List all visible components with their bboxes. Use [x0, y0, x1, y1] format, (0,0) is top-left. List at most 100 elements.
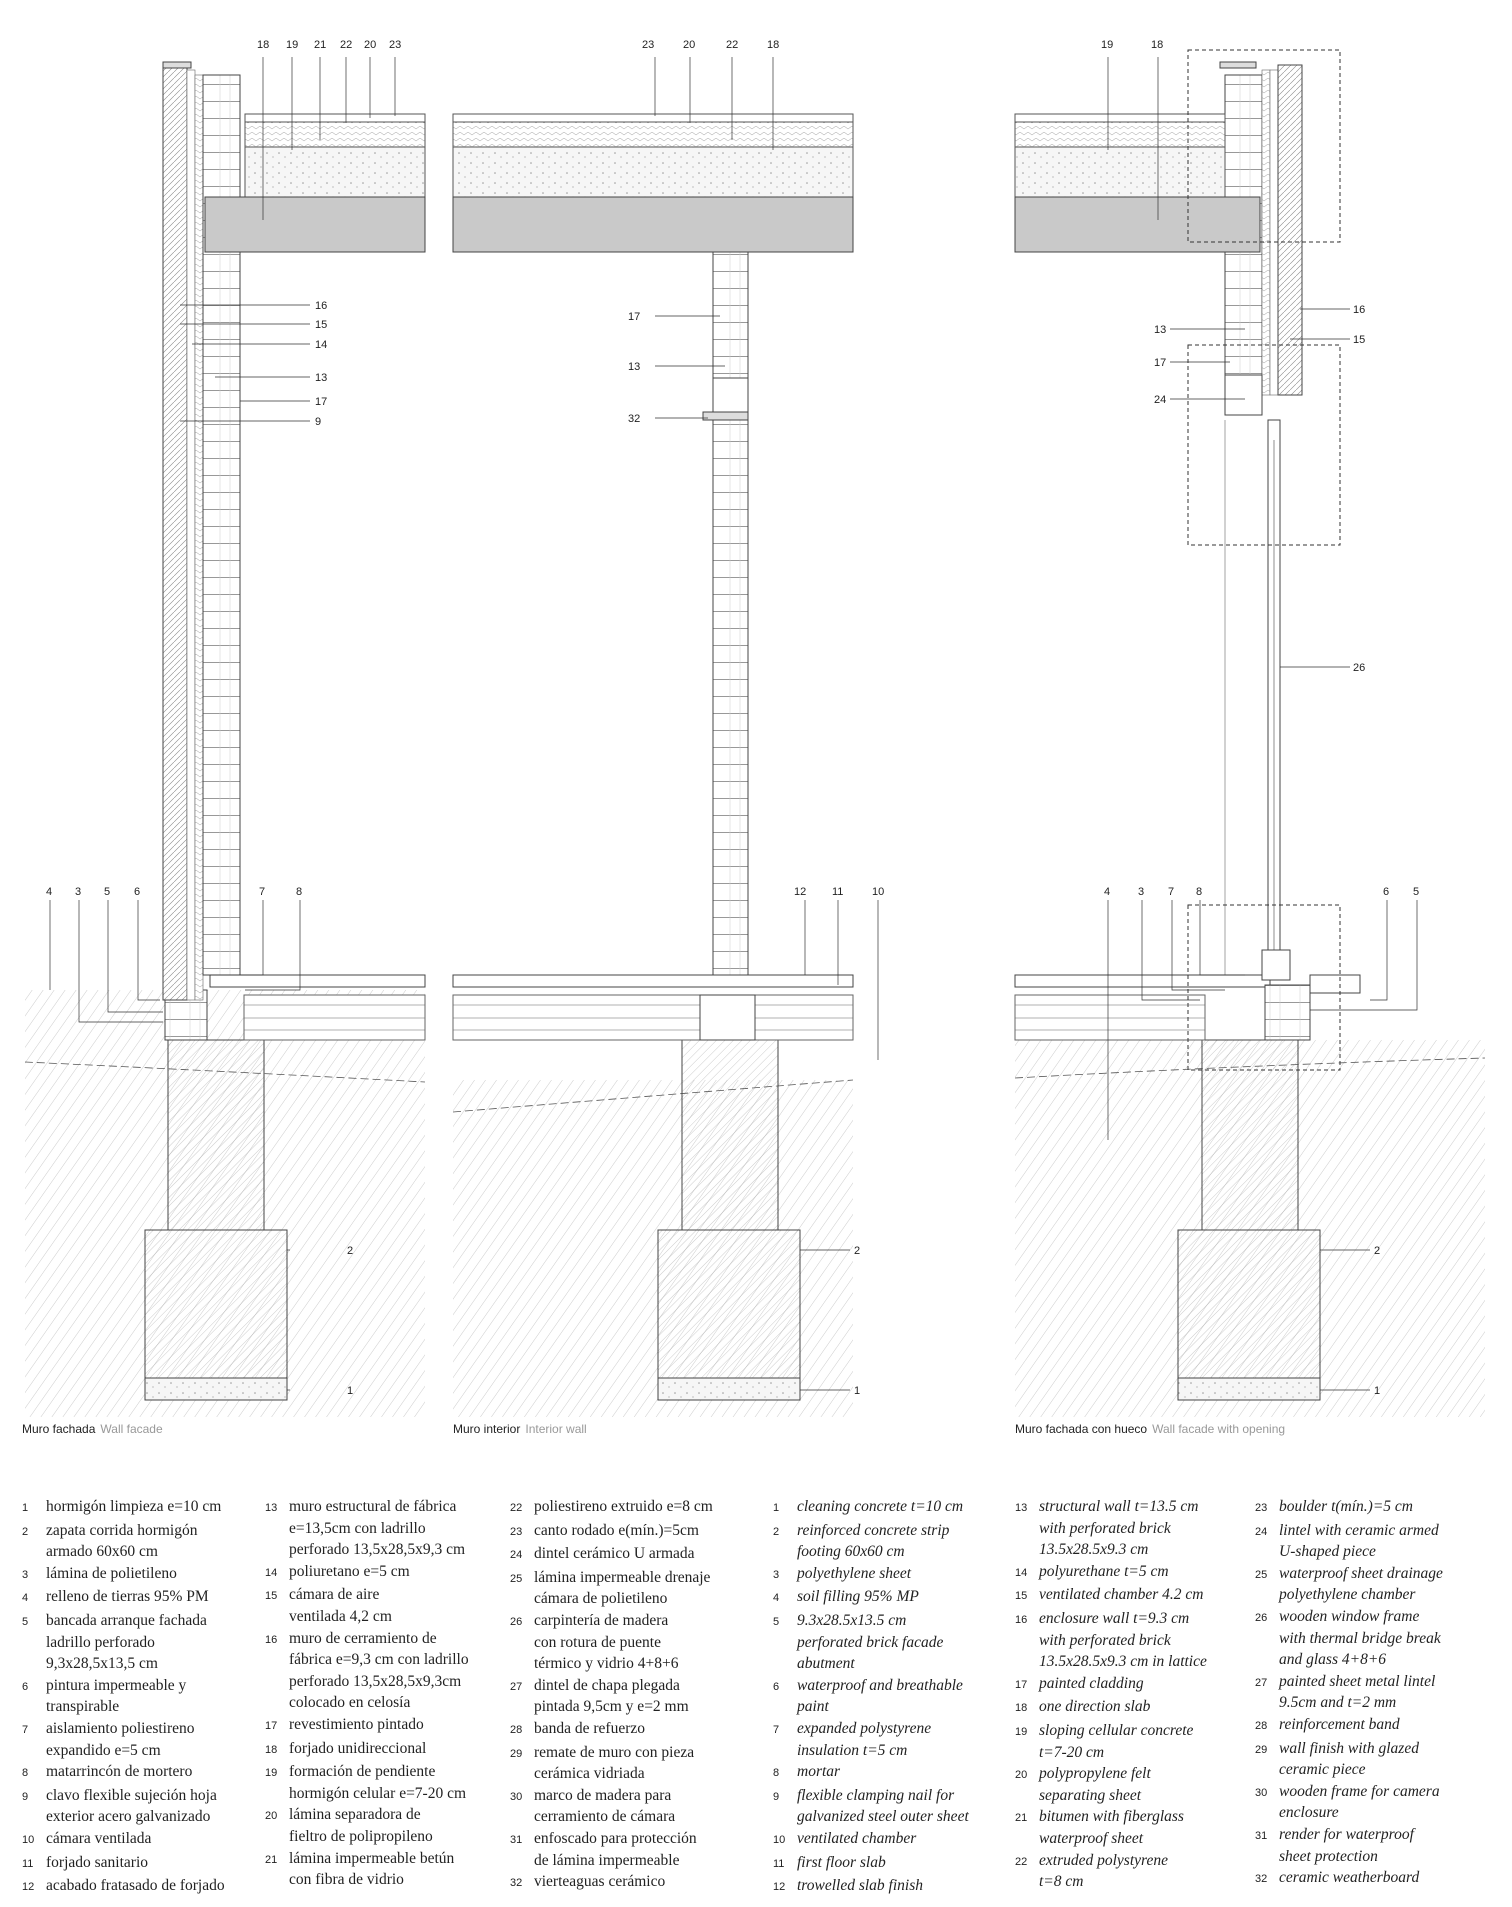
legend-item-number: 23: [510, 1525, 523, 1538]
legend-item-number: 27: [1255, 1676, 1268, 1689]
callout-left-bottom: 4: [46, 886, 52, 898]
legend-item-number: 20: [1015, 1769, 1028, 1782]
legend-item-number: 3: [22, 1568, 29, 1581]
callout-mid-mid: 13: [628, 361, 640, 373]
callout-left-top: 21: [314, 39, 326, 51]
legend-item-text: boulder t(mín.)=5 cm: [1279, 1498, 1414, 1515]
callout-right-top: 19: [1101, 39, 1113, 51]
legend-item-number: 30: [510, 1790, 523, 1803]
legend-item-number: 8: [773, 1767, 780, 1780]
legend-item-number: 28: [510, 1723, 523, 1736]
legend-item-number: 5: [773, 1615, 780, 1628]
callout-mid-top: 23: [642, 39, 654, 51]
legend-item: 11 first floor slab: [773, 1852, 1008, 1876]
legend-item-text: trowelled slab finish: [797, 1877, 924, 1895]
legend-item-text: one direction slab: [1039, 1698, 1151, 1716]
legend-item-text: soil filling 95% MP: [797, 1588, 919, 1606]
legend-item-number: 31: [1255, 1829, 1268, 1842]
caption-en: Interior wall: [525, 1422, 587, 1436]
legend-item-text: ventilated chamber 4.2 cm: [1039, 1586, 1204, 1604]
legend-item-text: muro estructural de fábrica e=13,5cm con…: [289, 1498, 466, 1559]
callout-left-top: 19: [286, 39, 298, 51]
legend-item-number: 19: [265, 1767, 278, 1780]
legend-item: 18 forjado unidireccional: [265, 1738, 500, 1762]
callout-left-top: 22: [340, 39, 352, 51]
legend-item-number: 4: [773, 1592, 780, 1605]
callout-left-mid: 14: [315, 339, 327, 351]
legend-item-text: polyurethane t=5 cm: [1039, 1562, 1169, 1580]
callout-right-bottom: 5: [1413, 886, 1419, 898]
legend-item-text: dintel de chapa plegada pintada 9,5cm y …: [534, 1676, 689, 1716]
legend-item-number: 29: [510, 1747, 523, 1760]
legend-item-number: 17: [265, 1719, 278, 1732]
legend-item-number: 3: [773, 1568, 780, 1581]
callout-right-found: 2: [1374, 1245, 1380, 1257]
legend-item-number: 7: [22, 1723, 29, 1736]
legend-item-number: 6: [773, 1680, 780, 1693]
legend-item-number: 18: [265, 1743, 278, 1756]
legend-item-text: 9.3x28.5x13.5 cm perforated brick facade…: [797, 1611, 944, 1673]
callout-left-mid: 9: [315, 416, 321, 428]
legend-item-text: relleno de tierras 95% PM: [46, 1588, 209, 1606]
legend-item-text: first floor slab: [797, 1853, 886, 1871]
legend-item-number: 27: [510, 1680, 523, 1693]
legend-item-text: ceramic weatherboard: [1279, 1869, 1420, 1887]
legend-item-text: structural wall t=13.5 cm with perforate…: [1039, 1498, 1199, 1559]
legend-item-number: 26: [1255, 1611, 1268, 1624]
legend-item-number: 15: [1015, 1590, 1028, 1603]
legend-item-text: poliestireno extruido e=8 cm: [534, 1498, 713, 1515]
callout-mid-bottom: 11: [832, 886, 843, 898]
legend-item-number: 11: [773, 1857, 785, 1870]
legend-item-number: 10: [22, 1833, 35, 1846]
caption-en: Wall facade with opening: [1152, 1422, 1286, 1436]
legend-item-text: render for waterproof sheet protection: [1279, 1825, 1414, 1865]
legend-item-text: forjado unidireccional: [289, 1739, 427, 1757]
legend-item: 27 dintel de chapa plegada pintada 9,5cm …: [510, 1675, 745, 1718]
callout-right-top: 18: [1151, 39, 1163, 51]
legend-item-number: 5: [22, 1615, 29, 1628]
legend-item-text: bancada arranque fachada ladrillo perfor…: [46, 1611, 207, 1673]
callout-right-bottom: 8: [1196, 886, 1202, 898]
legend-item-text: cámara ventilada: [46, 1829, 152, 1847]
callout-right-found: 1: [1374, 1385, 1380, 1397]
callout-left-bottom: 5: [104, 886, 110, 898]
legend-item-number: 11: [22, 1857, 34, 1870]
legend-item-text: polypropylene felt separating sheet: [1039, 1765, 1151, 1804]
callout-left-found: 2: [347, 1245, 353, 1257]
legend-item-number: 7: [773, 1723, 780, 1736]
legend-item-number: 18: [1015, 1702, 1028, 1715]
legend-item-number: 8: [22, 1767, 29, 1780]
legend-item-text: waterproof sheet drainage polyethylene c…: [1279, 1564, 1443, 1604]
legend-item-number: 2: [22, 1525, 29, 1538]
legend-item: 5 bancada arranque fachada ladrillo perfo…: [22, 1610, 247, 1675]
callout-left-mid: 16: [315, 300, 327, 312]
legend-item-number: 2: [773, 1525, 780, 1538]
callout-right-mid: 17: [1154, 357, 1166, 369]
legend-item-text: painted cladding: [1039, 1674, 1144, 1692]
legend-item-text: cámara de aire ventilada 4,2 cm: [289, 1586, 392, 1625]
